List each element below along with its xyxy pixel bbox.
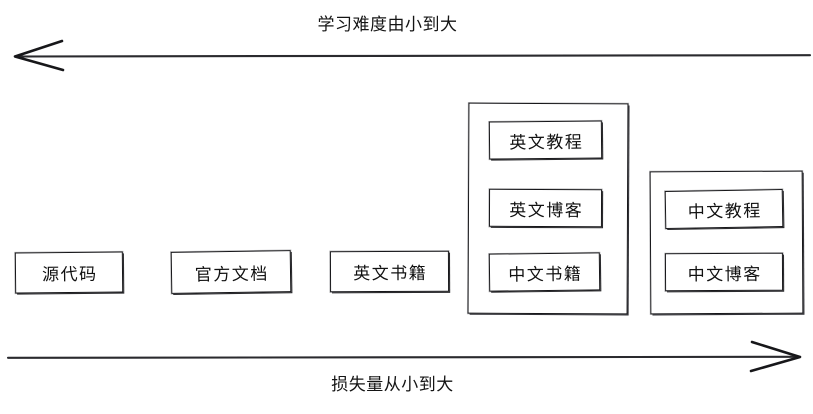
node-english-tutorial-label: 英文教程 [509,132,584,153]
arrow-right-icon [6,340,802,373]
node-chinese-tutorial-label: 中文教程 [687,200,762,223]
node-chinese-blog-label: 中文博客 [687,264,762,285]
node-english-tutorial[interactable]: 英文教程 [488,120,603,160]
node-source-code-label: 源代码 [41,264,98,286]
arrow-left-icon [13,39,812,72]
node-official-doc-label: 官方文档 [194,263,269,286]
node-english-books-label: 英文书籍 [353,263,428,285]
top-axis-label: 学习难度由小到大 [317,15,458,35]
node-chinese-books[interactable]: 中文书籍 [488,252,601,292]
node-english-blog-label: 英文博客 [509,200,584,221]
node-chinese-blog[interactable]: 中文博客 [664,252,784,292]
bottom-axis-label: 损失量从小到大 [331,375,454,395]
node-english-blog[interactable]: 英文博客 [488,188,603,228]
node-official-doc[interactable]: 官方文档 [170,250,292,294]
node-english-books[interactable]: 英文书籍 [329,250,450,293]
node-chinese-tutorial[interactable]: 中文教程 [664,189,784,229]
node-chinese-books-label: 中文书籍 [508,264,583,285]
node-source-code[interactable]: 源代码 [14,251,124,294]
